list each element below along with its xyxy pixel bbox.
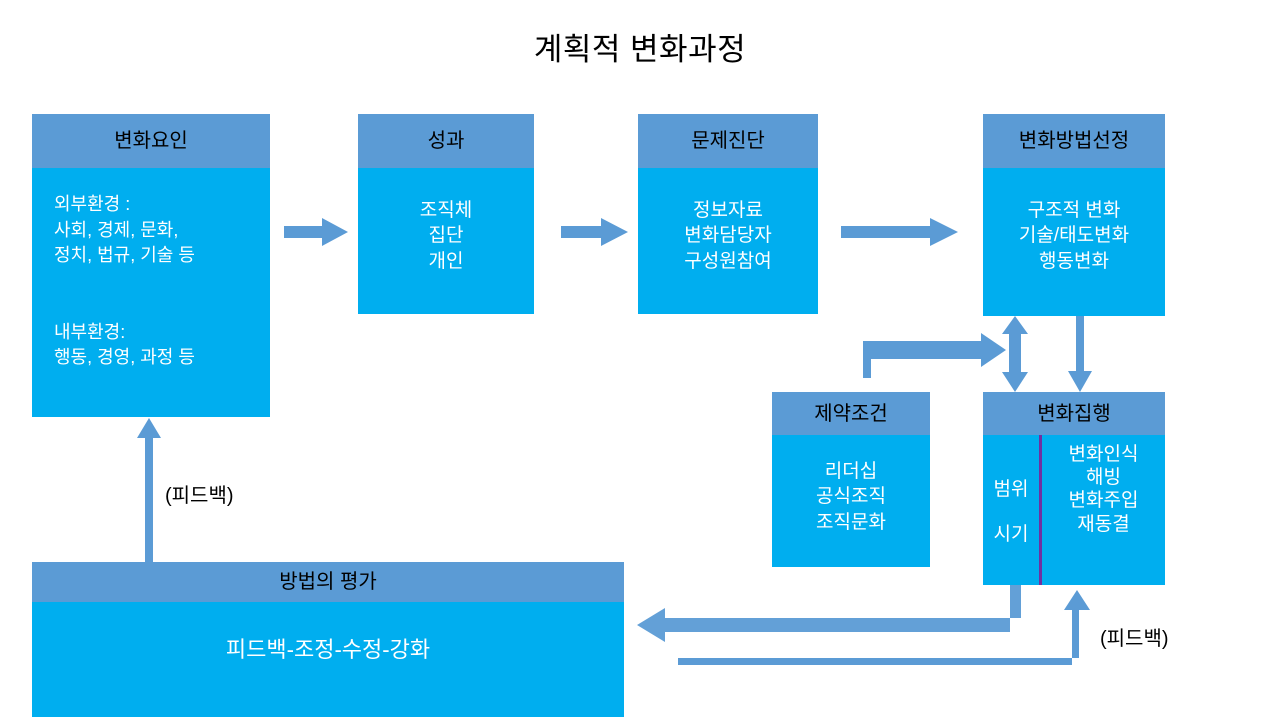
arrow-change-factors-to-performance [284,218,348,246]
box-change-execution-steps-column: 변화인식 해빙 변화주입 재동결 [1068,444,1139,535]
box-method-selection[interactable]: 변화방법선정 구조적 변화 기술/태도변화 행동변화 [983,114,1165,316]
box-constraints-header: 제약조건 [772,392,930,435]
box-performance[interactable]: 성과 조직체 집단 개인 [358,114,534,314]
box-change-execution-scope-column: 범위 시기 [993,478,1029,546]
double-arrow-method-execution [1002,316,1028,392]
box-change-execution-header: 변화집행 [983,392,1165,435]
box-change-execution[interactable]: 변화집행 범위 시기 변화인식 해빙 변화주입 재동결 [983,392,1165,585]
box-method-selection-body: 구조적 변화 기술/태도변화 행동변화 [983,168,1165,316]
arrow-performance-to-problem [561,218,628,246]
elbow-arrow-constraints-to-execution [863,333,1006,378]
box-method-selection-header: 변화방법선정 [983,114,1165,168]
elbow-arrow-evaluation-to-execution [678,590,1090,665]
arrow-problem-to-method [841,218,958,246]
box-method-evaluation-header: 방법의 평가 [32,562,624,602]
box-constraints-body: 리더십 공식조직 조직문화 [772,435,930,567]
arrow-method-to-execution [1068,313,1092,392]
box-performance-header: 성과 [358,114,534,168]
box-constraints[interactable]: 제약조건 리더십 공식조직 조직문화 [772,392,930,567]
box-change-execution-body: 범위 시기 변화인식 해빙 변화주입 재동결 [983,435,1165,585]
box-change-factors-header: 변화요인 [32,114,270,168]
label-feedback-right: (피드백) [1100,628,1169,650]
page-title: 계획적 변화과정 [533,32,747,67]
box-problem-diagnosis-body: 정보자료 변화담당자 구성원참여 [638,168,818,314]
box-change-factors-body: 외부환경 : 사회, 경제, 문화, 정치, 법규, 기술 등 내부환경: 행동… [32,168,270,417]
label-feedback-left: (피드백) [165,485,234,507]
box-problem-diagnosis-header: 문제진단 [638,114,818,168]
arrow-feedback-to-change-factors [137,418,161,563]
box-change-factors[interactable]: 변화요인 외부환경 : 사회, 경제, 문화, 정치, 법규, 기술 등 내부환… [32,114,270,417]
box-method-evaluation-body: 피드백-조정-수정-강화 [32,602,624,717]
elbow-arrow-execution-to-evaluation [637,585,1021,642]
box-problem-diagnosis[interactable]: 문제진단 정보자료 변화담당자 구성원참여 [638,114,818,314]
box-method-evaluation[interactable]: 방법의 평가 피드백-조정-수정-강화 [32,562,624,717]
box-performance-body: 조직체 집단 개인 [358,168,534,314]
column-divider [1039,435,1042,585]
